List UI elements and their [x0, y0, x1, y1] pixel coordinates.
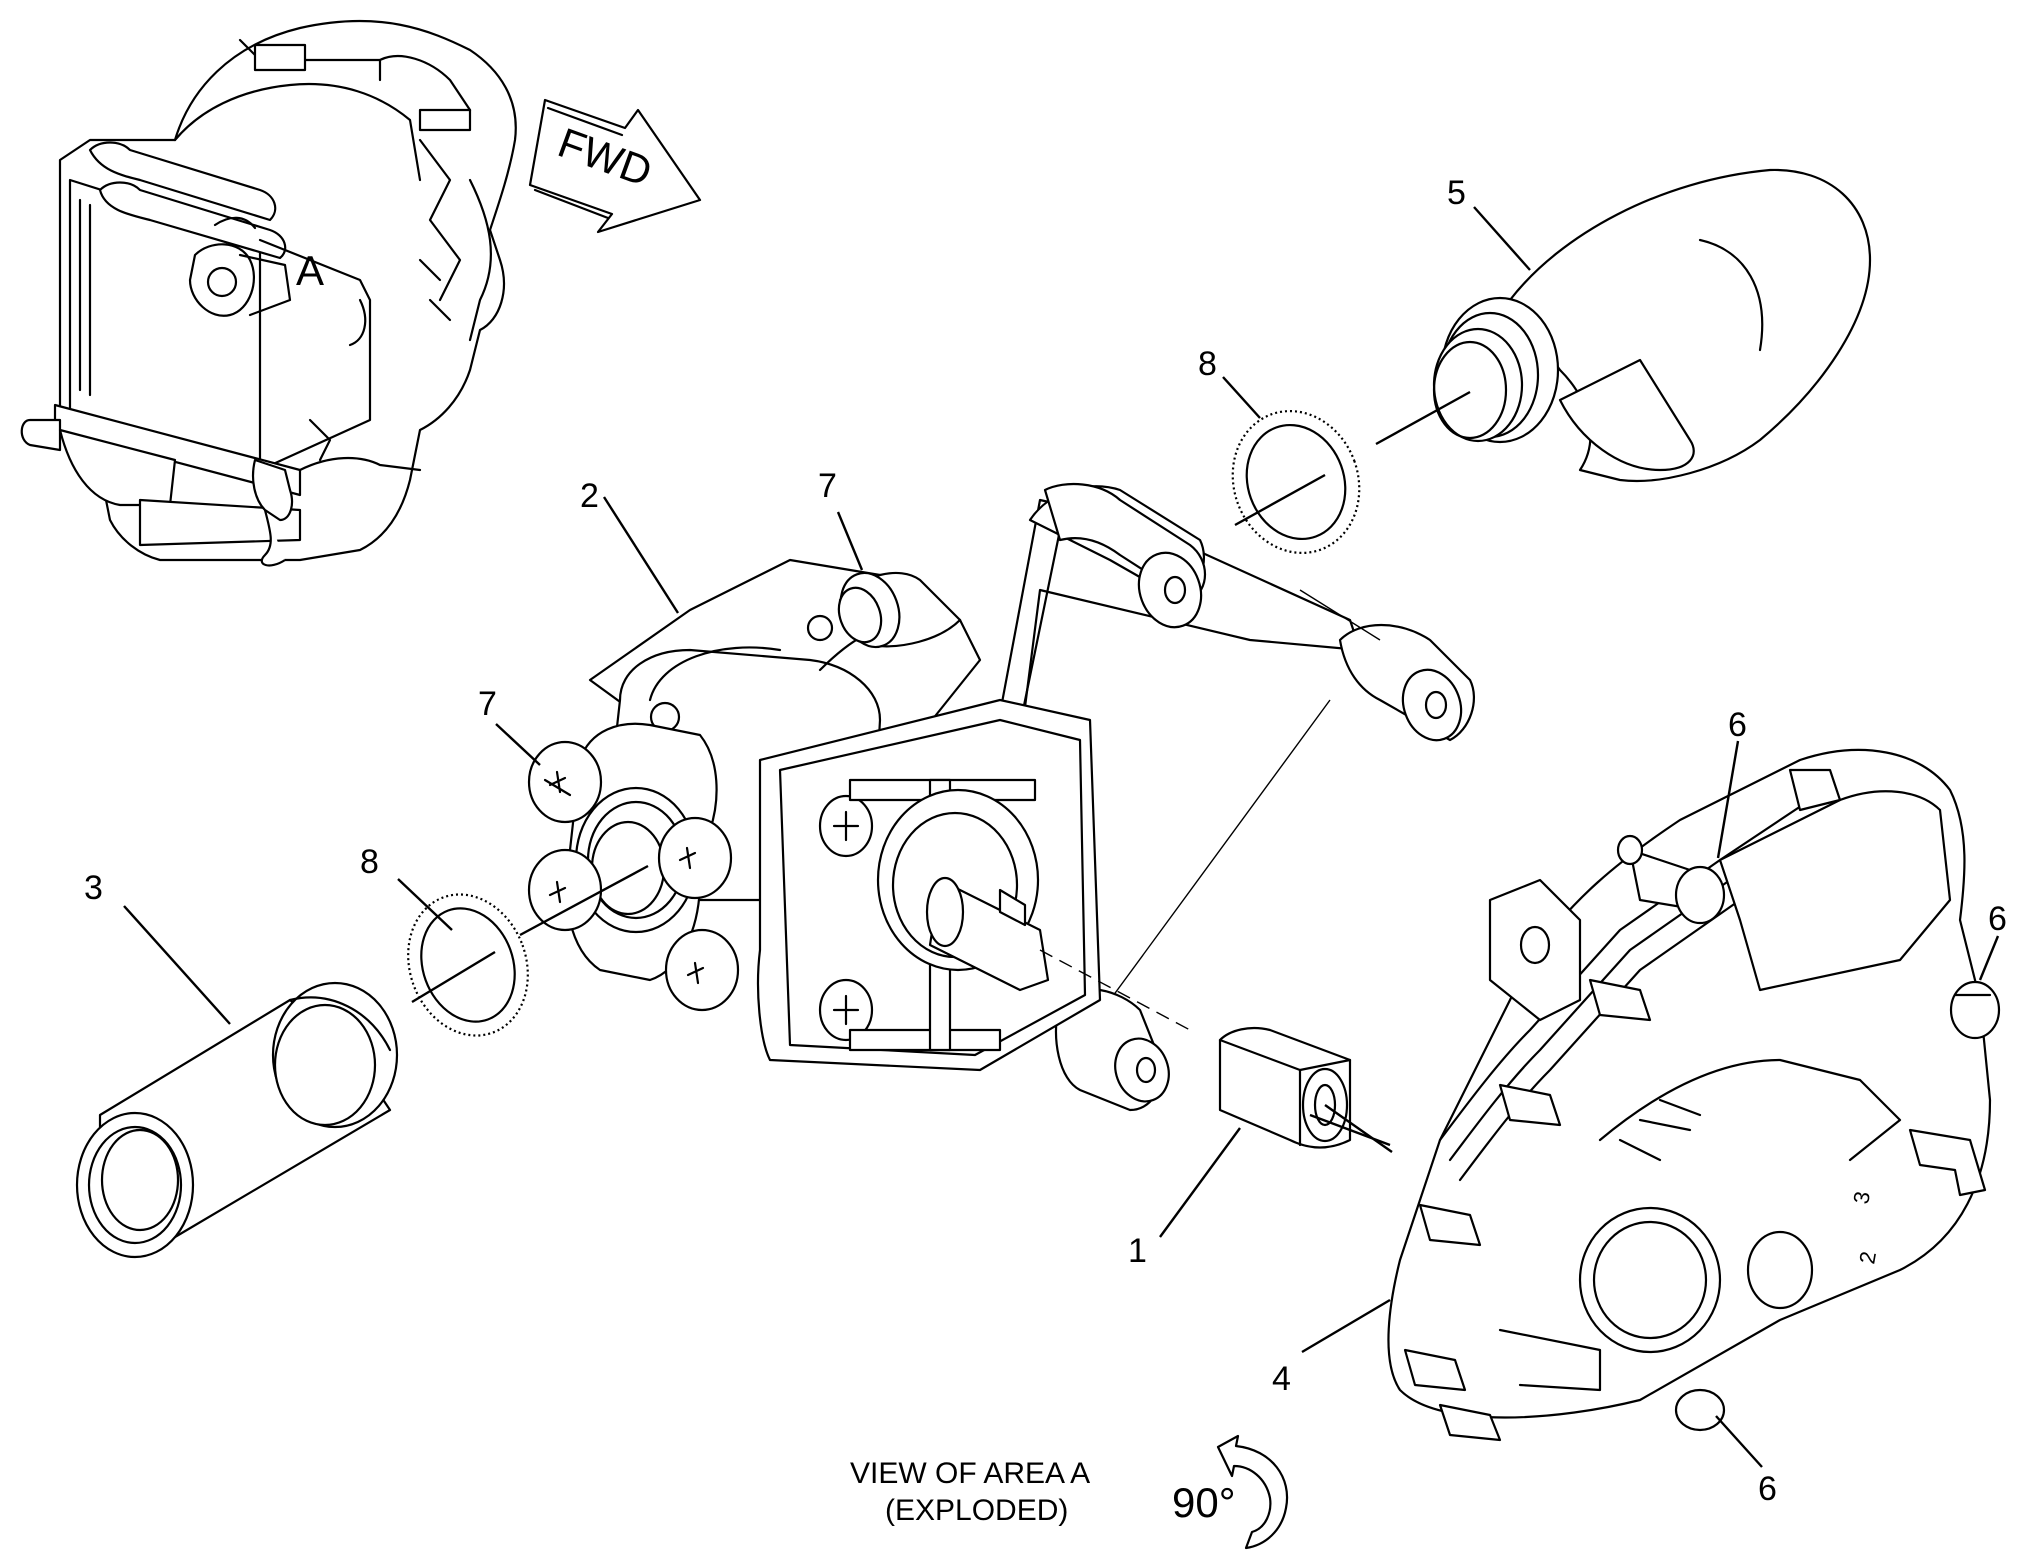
- bolt-right: [1951, 982, 1999, 1038]
- screw-lower-right: [666, 930, 738, 1010]
- callout-4: 4: [1272, 1360, 1291, 1398]
- elbow-hose: [1376, 170, 1870, 481]
- callout-1: 1: [1128, 1232, 1147, 1270]
- callout-3: 3: [84, 869, 103, 907]
- actuator-housing: 3 2: [1310, 750, 1999, 1440]
- upper-gasket: [1213, 393, 1379, 571]
- machine-overview-inset: A: [22, 21, 516, 565]
- fwd-direction-arrow: FWD: [530, 100, 700, 232]
- callout-labels: 1 2 3 4 5 6 6 6 7 7 8 8: [84, 174, 2007, 1508]
- svg-text:3: 3: [1848, 1189, 1875, 1205]
- rotation-label: 90°: [1172, 1479, 1236, 1526]
- callout-7-top: 7: [818, 467, 837, 505]
- rotation-arrow-icon: [1218, 1436, 1287, 1548]
- straight-hose: [77, 983, 397, 1257]
- callout-7-left: 7: [478, 685, 497, 723]
- area-a-marker: A: [296, 247, 324, 294]
- callout-8-top: 8: [1198, 345, 1217, 383]
- caption-line-2: (EXPLODED): [885, 1494, 1068, 1527]
- callout-6-right: 6: [1988, 900, 2007, 938]
- bolt-top: [1618, 836, 1724, 923]
- axis-line-left: [520, 866, 648, 935]
- view-caption: VIEW OF AREA A (EXPLODED) 90°: [850, 1436, 1287, 1548]
- callout-8-bottom: 8: [360, 843, 379, 881]
- leader-lines: [124, 207, 1998, 1467]
- coupling: [1220, 1028, 1392, 1152]
- lower-gasket: [389, 878, 547, 1053]
- screw-lower-left: [529, 850, 601, 930]
- caption-line-1: VIEW OF AREA A: [850, 1457, 1090, 1490]
- valve-body: [529, 560, 1190, 1070]
- bolt-bottom: [1676, 1390, 1724, 1430]
- callout-5: 5: [1447, 174, 1466, 212]
- screw-upper-right: [659, 818, 731, 898]
- callout-6-top: 6: [1728, 706, 1747, 744]
- callout-2: 2: [580, 477, 599, 515]
- screw-upper-left: [529, 742, 601, 822]
- callout-6-bottom: 6: [1758, 1470, 1777, 1508]
- mounting-bracket: [950, 484, 1474, 1110]
- svg-text:2: 2: [1854, 1249, 1881, 1265]
